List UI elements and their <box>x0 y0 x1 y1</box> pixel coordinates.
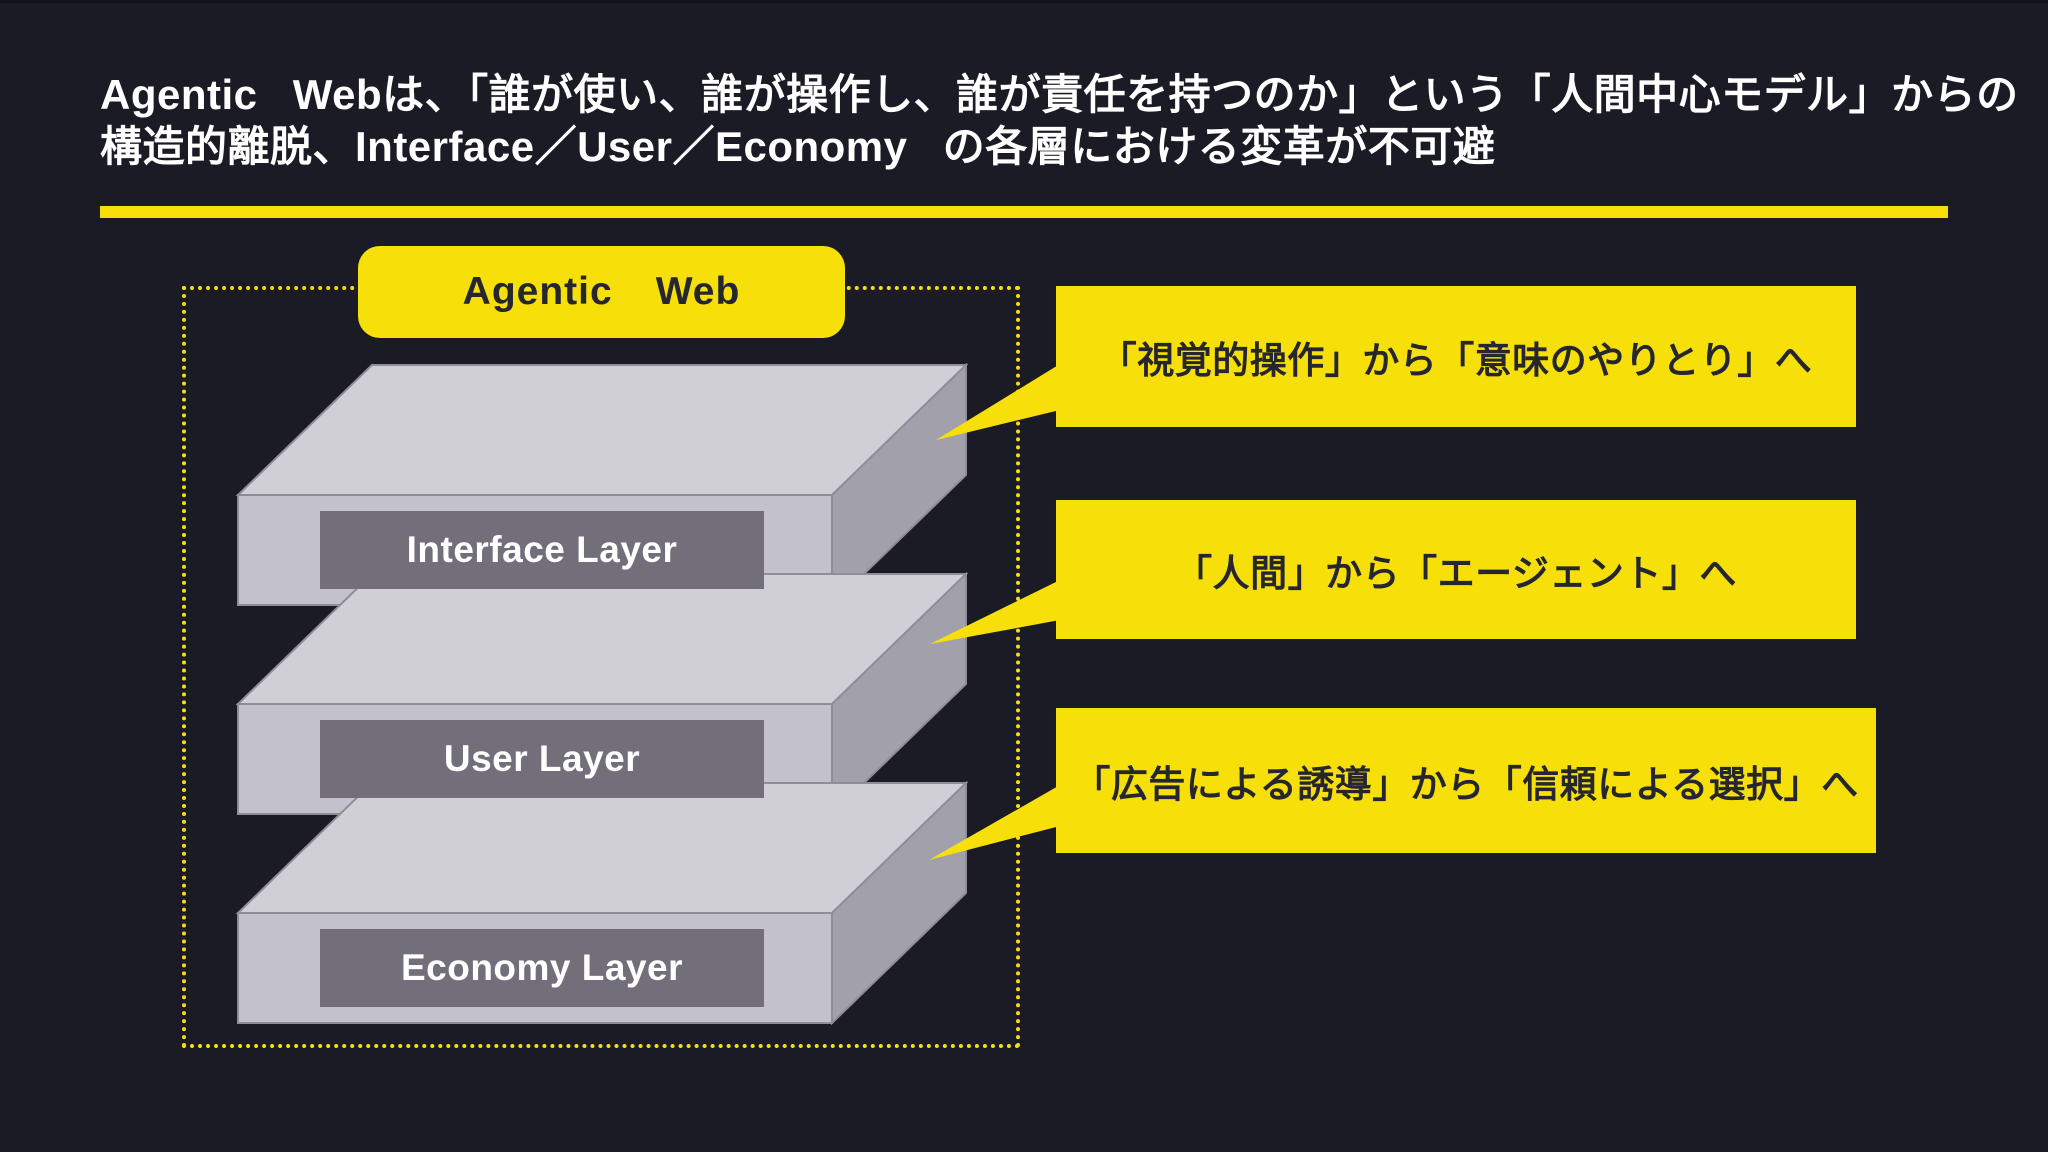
user-callout-pointer <box>930 580 1060 644</box>
user-layer-callout: 「人間」から「エージェント」へ <box>1056 500 1856 639</box>
interface-layer-label: Interface Layer <box>406 529 678 570</box>
slide-title: Agentic Webは、「誰が使い、誰が操作し、誰が責任を持つのか」という「人… <box>100 69 2019 173</box>
economy-layer-callout: 「広告による誘導」から「信頼による選択」へ <box>1056 708 1876 853</box>
user-layer-callout-text: 「人間」から「エージェント」へ <box>1175 552 1737 594</box>
title-underline <box>100 206 1948 218</box>
economy-callout-pointer <box>929 785 1060 860</box>
interface-layer-callout-text: 「視覚的操作」から「意味のやりとり」へ <box>1099 339 1813 381</box>
economy-layer-label: Economy Layer <box>400 947 684 988</box>
user-layer-label: User Layer <box>443 738 641 779</box>
interface-layer-plate: Interface Layer <box>320 511 764 589</box>
user-layer-plate: User Layer <box>320 720 764 798</box>
economy-layer-plate: Economy Layer <box>320 929 764 1007</box>
economy-layer-callout-text: 「広告による誘導」から「信頼による選択」へ <box>1073 763 1859 805</box>
agentic-web-chip: Agentic Web <box>358 246 845 338</box>
agentic-web-chip-label: Agentic Web <box>462 270 741 313</box>
title-line-2: 構造的離脱、Interface／User／Economy の各層における変革が不… <box>100 123 1496 170</box>
interface-layer-callout: 「視覚的操作」から「意味のやりとり」へ <box>1056 286 1856 427</box>
title-line-1: Agentic Webは、「誰が使い、誰が操作し、誰が責任を持つのか」という「人… <box>100 71 2019 118</box>
interface-callout-pointer <box>936 364 1060 440</box>
